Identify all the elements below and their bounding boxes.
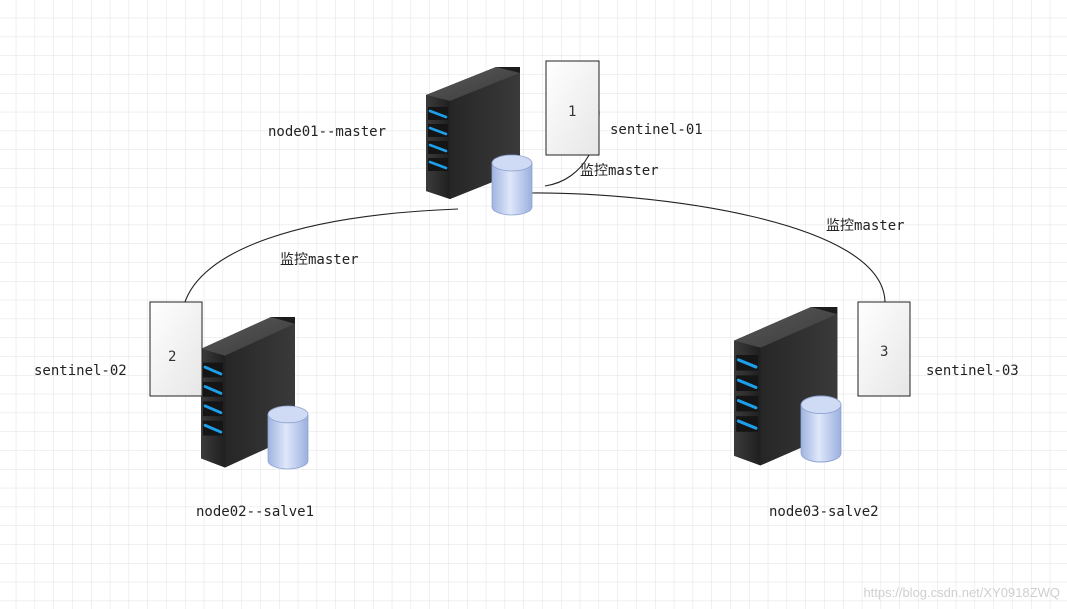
database-cylinder-icon [267, 405, 309, 470]
node-label-master: node01--master [268, 124, 386, 140]
database-cylinder-icon [491, 154, 533, 216]
database-cylinder-icon [800, 395, 842, 463]
node-label-slave2: node03-salve2 [769, 504, 879, 520]
edge-label-s3: 监控master [826, 218, 905, 234]
sentinel-label-2: sentinel-02 [34, 363, 127, 379]
sentinel-number-3: 3 [880, 344, 888, 360]
sentinel-box-2: 2 [149, 301, 203, 397]
edge-label-s1: 监控master [580, 163, 659, 179]
sentinel-box-3: 3 [857, 301, 911, 397]
watermark: https://blog.csdn.net/XY0918ZWQ [863, 585, 1060, 600]
sentinel-box-1: 1 [545, 60, 600, 156]
sentinel-number-1: 1 [568, 104, 576, 120]
sentinel-number-2: 2 [168, 349, 176, 365]
node-label-slave1: node02--salve1 [196, 504, 314, 520]
edge-label-s2: 监控master [280, 252, 359, 268]
edge-sentinel2-to-master [183, 208, 459, 306]
edge-sentinel3-to-master [529, 192, 886, 304]
sentinel-label-1: sentinel-01 [610, 122, 703, 138]
sentinel-label-3: sentinel-03 [926, 363, 1019, 379]
